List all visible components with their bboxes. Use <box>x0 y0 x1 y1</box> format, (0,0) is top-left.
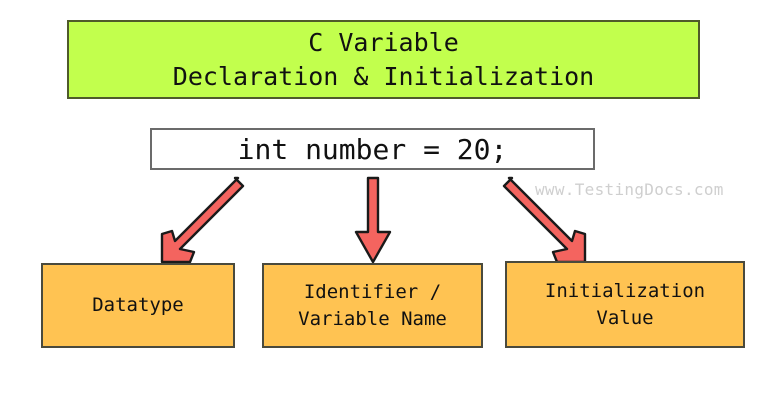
term-box-identifier-line-2: Variable Name <box>298 307 447 330</box>
term-box-datatype: Datatype <box>41 263 235 348</box>
arrow-to-identifier-icon <box>354 176 392 264</box>
code-declaration-text: int number = 20; <box>237 132 508 166</box>
watermark-text: www.TestingDocs.com <box>535 180 724 199</box>
title-line-1: C Variable <box>308 27 459 57</box>
title-line-2: Declaration & Initialization <box>172 61 595 91</box>
arrow-to-datatype-icon <box>160 176 245 264</box>
term-box-initvalue: Initialization Value <box>505 261 745 348</box>
title-box: C Variable Declaration & Initialization <box>67 20 700 99</box>
term-box-initvalue-line-2: Value <box>596 306 654 329</box>
code-declaration-box: int number = 20; <box>150 128 595 170</box>
term-box-datatype-line-1: Datatype <box>92 294 184 317</box>
term-box-identifier: Identifier / Variable Name <box>262 263 483 348</box>
term-box-identifier-line-1: Identifier / <box>303 280 442 303</box>
term-box-initvalue-line-1: Initialization <box>544 279 706 302</box>
